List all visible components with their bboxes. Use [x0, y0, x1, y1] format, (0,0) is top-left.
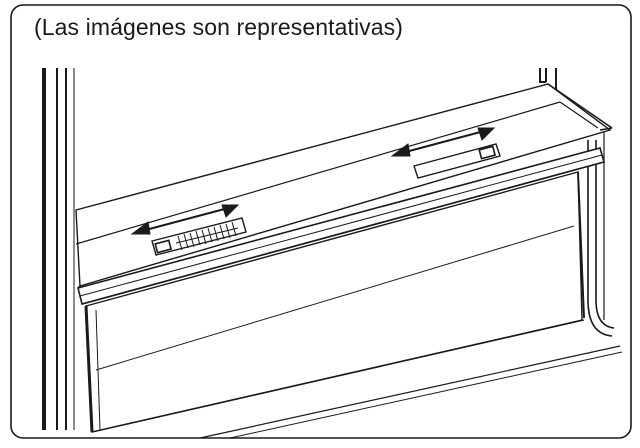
- drawer-front: [86, 172, 584, 432]
- image-caption: (Las imágenes son representativas): [34, 14, 404, 40]
- right-vent-slider[interactable]: [414, 144, 500, 178]
- drawer-bottom-edges: [200, 346, 622, 438]
- left-right-arrow-icon: [132, 205, 238, 234]
- left-vent-slider[interactable]: [152, 218, 246, 255]
- right-vent-knob[interactable]: [479, 146, 495, 158]
- frame-border: [11, 5, 631, 438]
- right-cabinet-wall: [540, 68, 614, 336]
- left-vent-knob[interactable]: [155, 240, 171, 252]
- left-cabinet-wall: [44, 68, 74, 430]
- left-right-arrow-icon: [392, 128, 494, 156]
- shelf-front-rail: [78, 128, 612, 304]
- left-vent-grille: [176, 222, 238, 250]
